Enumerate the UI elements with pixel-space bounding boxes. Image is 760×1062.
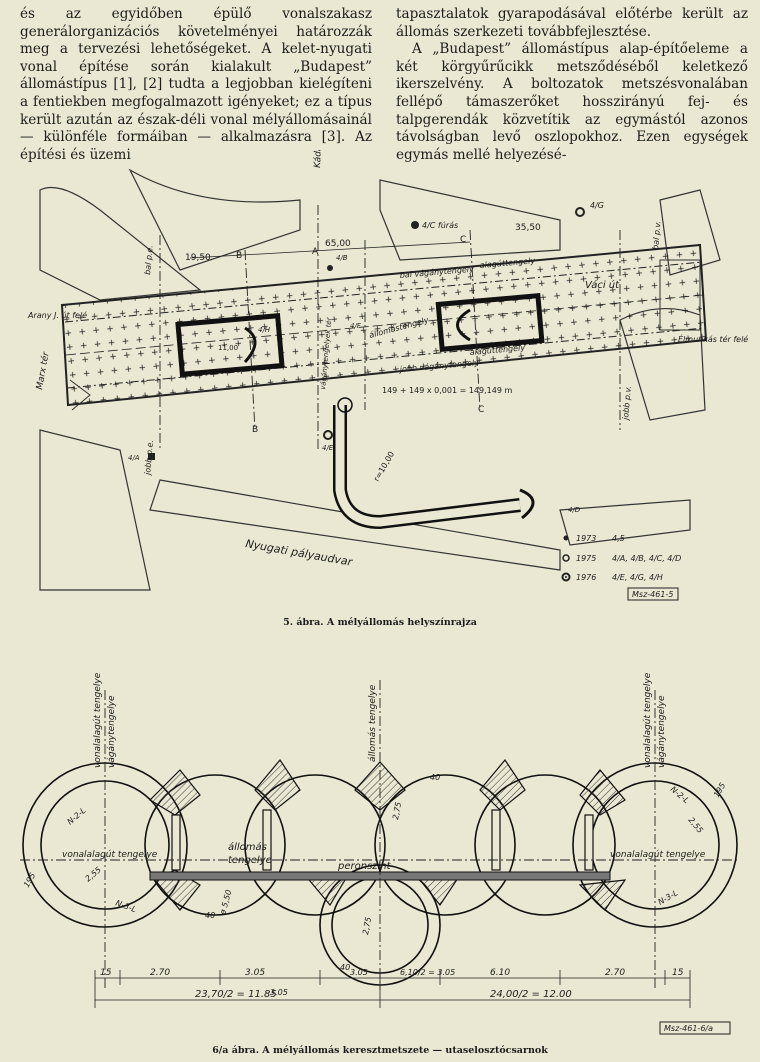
figure-5-caption: 5. ábra. A mélyállomás helyszínrajza — [283, 617, 477, 628]
reference-lines — [159, 205, 621, 450]
label-40: 40 — [205, 911, 215, 920]
street-label-kadar: Kádár utca — [313, 150, 325, 168]
dim-35: 35,50 — [515, 223, 541, 233]
dim-value: 3.05 — [245, 968, 265, 978]
label-n2l: N-2-L — [66, 806, 88, 827]
cut-C-bottom: C — [478, 405, 484, 415]
label-4e: 4/E — [322, 444, 334, 452]
cut-B-bottom: B — [252, 425, 258, 435]
text-column-left: és az egyidőben épülő vonalszakasz gener… — [20, 6, 372, 164]
label-4a: 4/A — [128, 454, 140, 462]
label-n3l: N-3-L — [114, 898, 137, 914]
dim-value: 15 — [672, 968, 684, 978]
street-label-marx: Marx tér — [34, 350, 52, 391]
label-jobb-pv: jobb p.v. — [621, 385, 633, 421]
label-bal-pe: bal p.e. — [143, 245, 155, 276]
dim-value: 6,10/2 = 3.05 — [400, 968, 455, 977]
legend-holes: 4/E, 4/G, 4/H — [612, 573, 663, 582]
street-label-nyugati: Nyugati pályaudvar — [244, 537, 354, 569]
figure-5-site-plan: + — [27, 150, 748, 601]
label-195: 195 — [712, 781, 727, 799]
street-label-elmunkas: Élmunkás tér felé — [678, 333, 748, 344]
dim-value: 3.05 — [270, 988, 288, 997]
dimension-values: 15 2.70 3.05 3.05 3.05 6,10/2 = 3.05 6.1… — [100, 968, 684, 1000]
legend-year: 1973 — [576, 534, 596, 543]
borehole-markers: 4/C fúrás 4/G 4/H 4/B 4/E 4/A 4/D 4/F — [128, 201, 604, 514]
legend-year: 1976 — [576, 573, 596, 582]
figure-6a-cross-section: vonalalagút tengelye vágánytengelye vona… — [20, 672, 740, 1035]
cut-A: A — [312, 247, 319, 257]
label-bal-pv: bal p.v. — [651, 221, 662, 251]
dim-value: 6.10 — [490, 968, 510, 978]
axis-lines — [20, 680, 740, 990]
dim-19: 19,50 — [185, 253, 211, 263]
dim-value: 3.05 — [350, 968, 368, 977]
label-4c-furas: 4/C fúrás — [422, 221, 458, 230]
label-n2l: N-2-L — [669, 785, 691, 806]
label-allomas-vertical: állomás tengelye — [368, 684, 378, 762]
label-vonalagut-left: vonalalagút tengelye — [93, 672, 103, 768]
dim-11: 11,00 — [218, 344, 238, 352]
label-peronszint: peronszint — [337, 861, 392, 872]
label-vagany-left: vágánytengelye — [107, 695, 117, 768]
text-column-right: tapasztalatok gyarapodásával előtérbe ke… — [396, 6, 748, 164]
paragraph: és az egyidőben épülő vonalszakasz gener… — [20, 6, 372, 163]
label-4h: 4/H — [258, 326, 271, 334]
figure-6a-caption: 6/a ábra. A mélyállomás keresztmetszete … — [212, 1045, 548, 1056]
cut-B-top: B — [236, 251, 242, 261]
street-label-vaci: Váci út — [585, 279, 620, 291]
paragraph: tapasztalatok gyarapodásával előtérbe ke… — [396, 6, 748, 40]
dim-slope: 149 + 149 x 0,001 = 149,149 m — [382, 386, 512, 395]
figure-6a-stamp: Msz-461-6/a — [664, 1024, 713, 1033]
label-vonalagut-right: vonalalagút tengelye — [643, 672, 653, 768]
street-label-arany: Arany J. út felé — [27, 310, 87, 320]
legend-holes: 4/A, 4/B, 4/C, 4/D — [612, 554, 681, 563]
label-4f: 4/F — [350, 322, 362, 330]
label-allomas-h2: tengelye — [228, 855, 272, 866]
beams — [149, 758, 627, 911]
station-tunnel — [60, 243, 708, 411]
cut-C-top: C — [460, 235, 466, 245]
legend-holes: 4,5 — [612, 534, 625, 543]
columns — [171, 809, 594, 871]
dim-value: 15 — [100, 968, 112, 978]
label-vagany-right: vágánytengelye — [657, 695, 667, 768]
label-4d: 4/D — [568, 506, 581, 514]
dim-radius: r=10,00 — [372, 450, 396, 483]
label-n3l: N-3-L — [657, 888, 680, 906]
label-4g: 4/G — [590, 201, 604, 210]
label-275: 2,75 — [391, 801, 403, 820]
dim-total: 23,70/2 = 11.85 — [195, 989, 277, 1000]
dim-65: 65,00 — [325, 239, 351, 249]
label-4b: 4/B — [336, 254, 348, 262]
dim-total: 24,00/2 = 12.00 — [490, 989, 572, 1000]
legend: 1973 4,5 1975 4/A, 4/B, 4/C, 4/D 1976 4/… — [561, 534, 681, 582]
label-left-axis: vonalalagút tengelye — [62, 850, 158, 860]
paragraph: A „Budapest” állomástípus alap-építőelem… — [396, 41, 748, 163]
label-40: 40 — [430, 773, 440, 782]
legend-year: 1975 — [576, 554, 596, 563]
figure-5-stamp: Msz-461-5 — [632, 590, 673, 599]
label-255: 2,55 — [686, 816, 704, 835]
access-passage — [333, 397, 535, 530]
dim-value: 2.70 — [150, 968, 170, 978]
dimension-chain — [94, 970, 691, 1008]
label-allomas-h1: állomás — [228, 841, 267, 853]
label-275: 2,75 — [361, 916, 373, 935]
label-255: 2,55 — [84, 865, 103, 883]
dim-value: 2.70 — [605, 968, 625, 978]
label-right-axis: vonalalagút tengelye — [610, 850, 706, 860]
label-40: 40 — [340, 963, 350, 972]
